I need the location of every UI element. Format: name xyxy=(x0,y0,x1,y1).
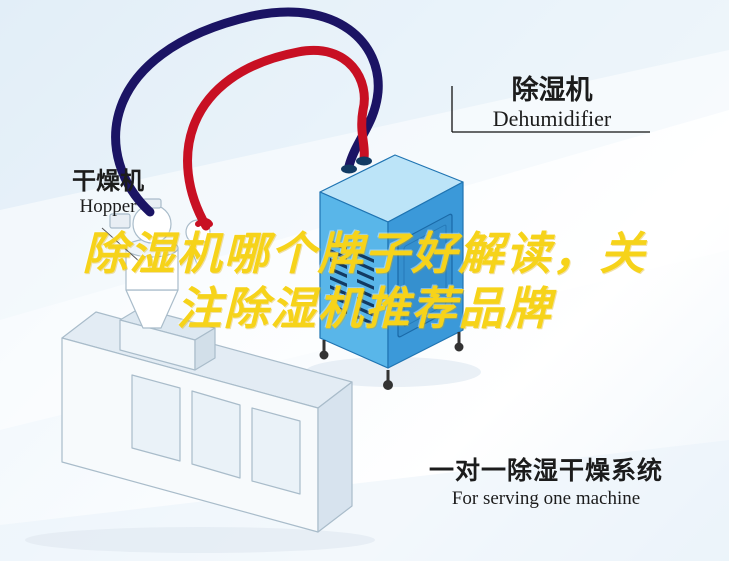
dehumidifier-leader-line xyxy=(451,86,650,133)
machine-panel xyxy=(251,407,301,495)
pipe-socket xyxy=(356,156,372,166)
hopper-machine-shadow xyxy=(25,527,375,553)
dehumidifier-casters xyxy=(319,332,464,390)
system-caption: 一对一除湿干燥系统 For serving one machine xyxy=(412,456,680,512)
cyclone-cone xyxy=(187,241,209,267)
hopper-leader-line xyxy=(101,227,141,263)
pipe-navy xyxy=(111,7,383,217)
hopper-mount-side xyxy=(194,327,216,371)
machine-end-face xyxy=(317,381,353,533)
hopper-machine xyxy=(61,198,353,533)
pipe-socket xyxy=(341,164,357,174)
door-latch xyxy=(441,262,447,269)
dehumidifier-shadow xyxy=(305,357,481,387)
loader-motor xyxy=(109,213,131,229)
dehumidifier-label-en: Dehumidifier xyxy=(492,106,612,131)
dehumidifier-front-vents xyxy=(330,240,374,326)
system-caption-cn: 一对一除湿干燥系统 xyxy=(428,456,663,485)
dehumidifier-door xyxy=(397,213,453,338)
dehumidifier-front-face xyxy=(319,191,389,369)
hopper-label-cn: 干燥机 xyxy=(72,167,144,195)
machine-panel xyxy=(191,390,241,479)
dehumidifier-label: 除湿机 Dehumidifier xyxy=(452,76,652,132)
machine-panel xyxy=(131,374,181,462)
pipe-red xyxy=(183,46,369,231)
dehumidifier-label-cn: 除湿机 xyxy=(511,75,593,106)
system-caption-en: For serving one machine xyxy=(451,488,641,509)
hopper-label: 干燥机 Hopper xyxy=(48,168,168,219)
hopper-label-en: Hopper xyxy=(79,196,137,217)
